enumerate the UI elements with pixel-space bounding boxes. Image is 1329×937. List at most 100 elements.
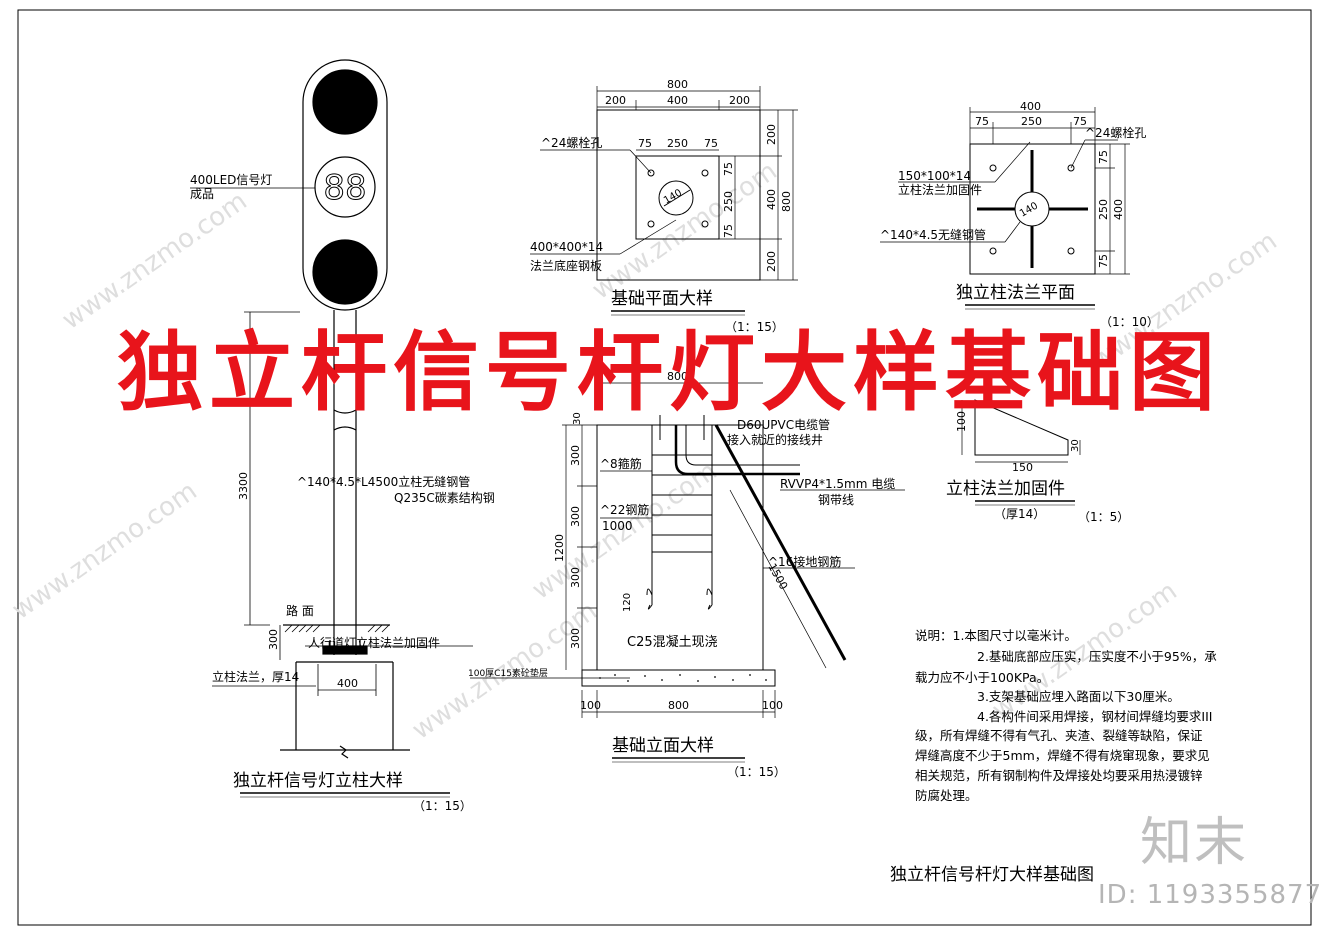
flange-dim: 75 [1073, 115, 1087, 128]
flange-dim: 250 [1021, 115, 1042, 128]
base-plan-dim: 75 [722, 224, 735, 238]
drawing-title: 独立杆信号杆灯大样基础图 [890, 865, 1094, 885]
watermark-text: www.znzmo.com [57, 186, 253, 336]
elev-cable-2: 钢带线 [818, 493, 854, 507]
elev-dim-left: 300 [569, 628, 582, 649]
notes-line: 2.基础底部应压实，压实度不小于95%，承 [977, 649, 1217, 664]
elev-dim-top: 800 [667, 370, 688, 383]
dim-height: 3300 [237, 472, 250, 500]
base-elevation [470, 382, 905, 718]
stiffener-scale: （1：5） [1078, 510, 1129, 524]
flange-dim: 400 [1112, 199, 1125, 220]
flange-pipe-label: ^140*4.5无缝钢管 [880, 227, 986, 242]
base-elevation-scale: （1：15） [727, 765, 786, 779]
elev-rebar-1: ^22钢筋 [600, 502, 649, 517]
base-plan-scale: （1：15） [725, 320, 784, 334]
countdown-digits: 88 [323, 168, 366, 208]
flange-pipe-dia: 140 [1018, 201, 1040, 220]
watermark-text: www.znzmo.com [587, 156, 783, 306]
elev-cable-1: RVVP4*1.5mm 电缆 [780, 477, 895, 491]
road-hatching [284, 624, 390, 633]
flange-dim: 75 [975, 115, 989, 128]
elev-dim-bottom: 100 [580, 699, 601, 712]
stiffener-dim-w: 150 [1012, 461, 1033, 474]
road-label: 路 面 [286, 603, 314, 618]
stiffener-dim-small: 30 [1070, 439, 1081, 452]
base-plan-dim: 400 [765, 189, 778, 210]
notes-line: 载力应不小于100KPa。 [915, 670, 1049, 685]
flange-plan [880, 107, 1130, 275]
elev-dim-bottom: 100 [762, 699, 783, 712]
elev-ground-label: ^16接地钢筋 [768, 554, 841, 569]
base-plan-dim: 250 [667, 137, 688, 150]
notes-line: 3.支架基础应埋入路面以下30厘米。 [977, 689, 1180, 704]
signal-lamp-top [312, 69, 378, 135]
base-plan-dim: 400 [667, 94, 688, 107]
notes-heading: 说明：1.本图尺寸以毫米计。 [915, 628, 1077, 643]
notes-line: 相关规范，所有钢制构件及焊接处均要采用热浸镀锌 [915, 768, 1203, 783]
elev-dim-left: 300 [569, 445, 582, 466]
pole-detail [190, 59, 473, 759]
base-plan-dim: 75 [704, 137, 718, 150]
base-elevation-title: 基础立面大样 [612, 736, 714, 756]
base-plan-dim: 200 [765, 124, 778, 145]
watermark-text: www.znzmo.com [7, 476, 203, 626]
base-plan-dim: 75 [722, 162, 735, 176]
elev-dim-left: 300 [569, 567, 582, 588]
flange-dim: 75 [1097, 254, 1110, 268]
notes-line: 防腐处理。 [915, 788, 978, 803]
notes-line: 4.各构件间采用焊接，钢材间焊缝均要求III [977, 709, 1213, 724]
elev-conduit-1: D60UPVC电缆管 [737, 417, 830, 432]
base-plan-dim: 800 [780, 191, 793, 212]
base-plan-plate-label-2: 法兰底座钢板 [530, 258, 602, 273]
overlay-title: 独立杆信号杆灯大样基础图 [117, 322, 1221, 423]
dim-300: 300 [267, 629, 280, 650]
base-plan-dim: 75 [638, 137, 652, 150]
watermark-id: ID: 1193355877 [1098, 880, 1323, 910]
flange-dim: 250 [1097, 199, 1110, 220]
stiffener-detail [961, 399, 1081, 463]
base-plan-dim: 200 [729, 94, 750, 107]
elev-dim-top-side: 30 [572, 412, 583, 425]
base-plan [530, 86, 798, 281]
elev-dim-left: 300 [569, 506, 582, 527]
stiffener-dim-h: 100 [955, 411, 968, 432]
base-plan-title: 基础平面大样 [611, 289, 713, 309]
sidewalk-label: 人行道灯立柱法兰加固件 [308, 635, 440, 650]
elev-rebar-2: 1000 [602, 519, 633, 533]
cushion-dots [599, 674, 767, 682]
notes-line: 级，所有焊缝不得有气孔、夹渣、裂缝等缺陷，保证 [915, 728, 1203, 743]
elev-dim-bottom: 800 [668, 699, 689, 712]
elev-dim-height: 1200 [553, 534, 566, 562]
pole-detail-scale: （1：15） [413, 799, 472, 813]
flange-stiffener-1: 150*100*14 [898, 169, 971, 183]
flange-stiffener-2: 立柱法兰加固件 [898, 182, 982, 197]
flange-bolt-label: ^24螺栓孔 [1085, 125, 1146, 140]
base-plan-dim: 200 [765, 251, 778, 272]
base-plan-dim: 250 [722, 191, 735, 212]
led-label-1: 400LED信号灯 [190, 173, 272, 187]
signal-head-housing [302, 59, 388, 311]
elev-stirrup: ^8箍筋 [600, 456, 642, 471]
dim-400: 400 [337, 677, 358, 690]
led-label-2: 成品 [190, 187, 214, 201]
base-plan-dim: 800 [667, 78, 688, 91]
countdown-display [314, 156, 376, 218]
elev-cushion: 100厚C15素砼垫层 [468, 667, 548, 679]
flange-plan-title: 独立柱法兰平面 [956, 283, 1075, 303]
pole-detail-title: 独立杆信号灯立柱大样 [233, 771, 403, 791]
base-plan-plate-label-1: 400*400*14 [530, 240, 603, 254]
elev-conduit-2: 接入就近的接线井 [727, 432, 823, 447]
steel-label: Q235C碳素结构钢 [394, 490, 495, 505]
flange-dim: 400 [1020, 100, 1041, 113]
flange-label: 立柱法兰，厚14 [212, 669, 299, 684]
flange-plan-scale: （1：10） [1100, 315, 1159, 329]
stiffener-title: 立柱法兰加固件 [946, 479, 1065, 499]
signal-lamp-bottom [312, 239, 378, 305]
watermark-logo: 知末 [1140, 813, 1249, 873]
elev-concrete: C25混凝土现浇 [627, 634, 718, 650]
base-plan-dim: 200 [605, 94, 626, 107]
elev-hook: 120 [622, 593, 633, 612]
base-plan-bolt-label: ^24螺栓孔 [541, 135, 602, 150]
